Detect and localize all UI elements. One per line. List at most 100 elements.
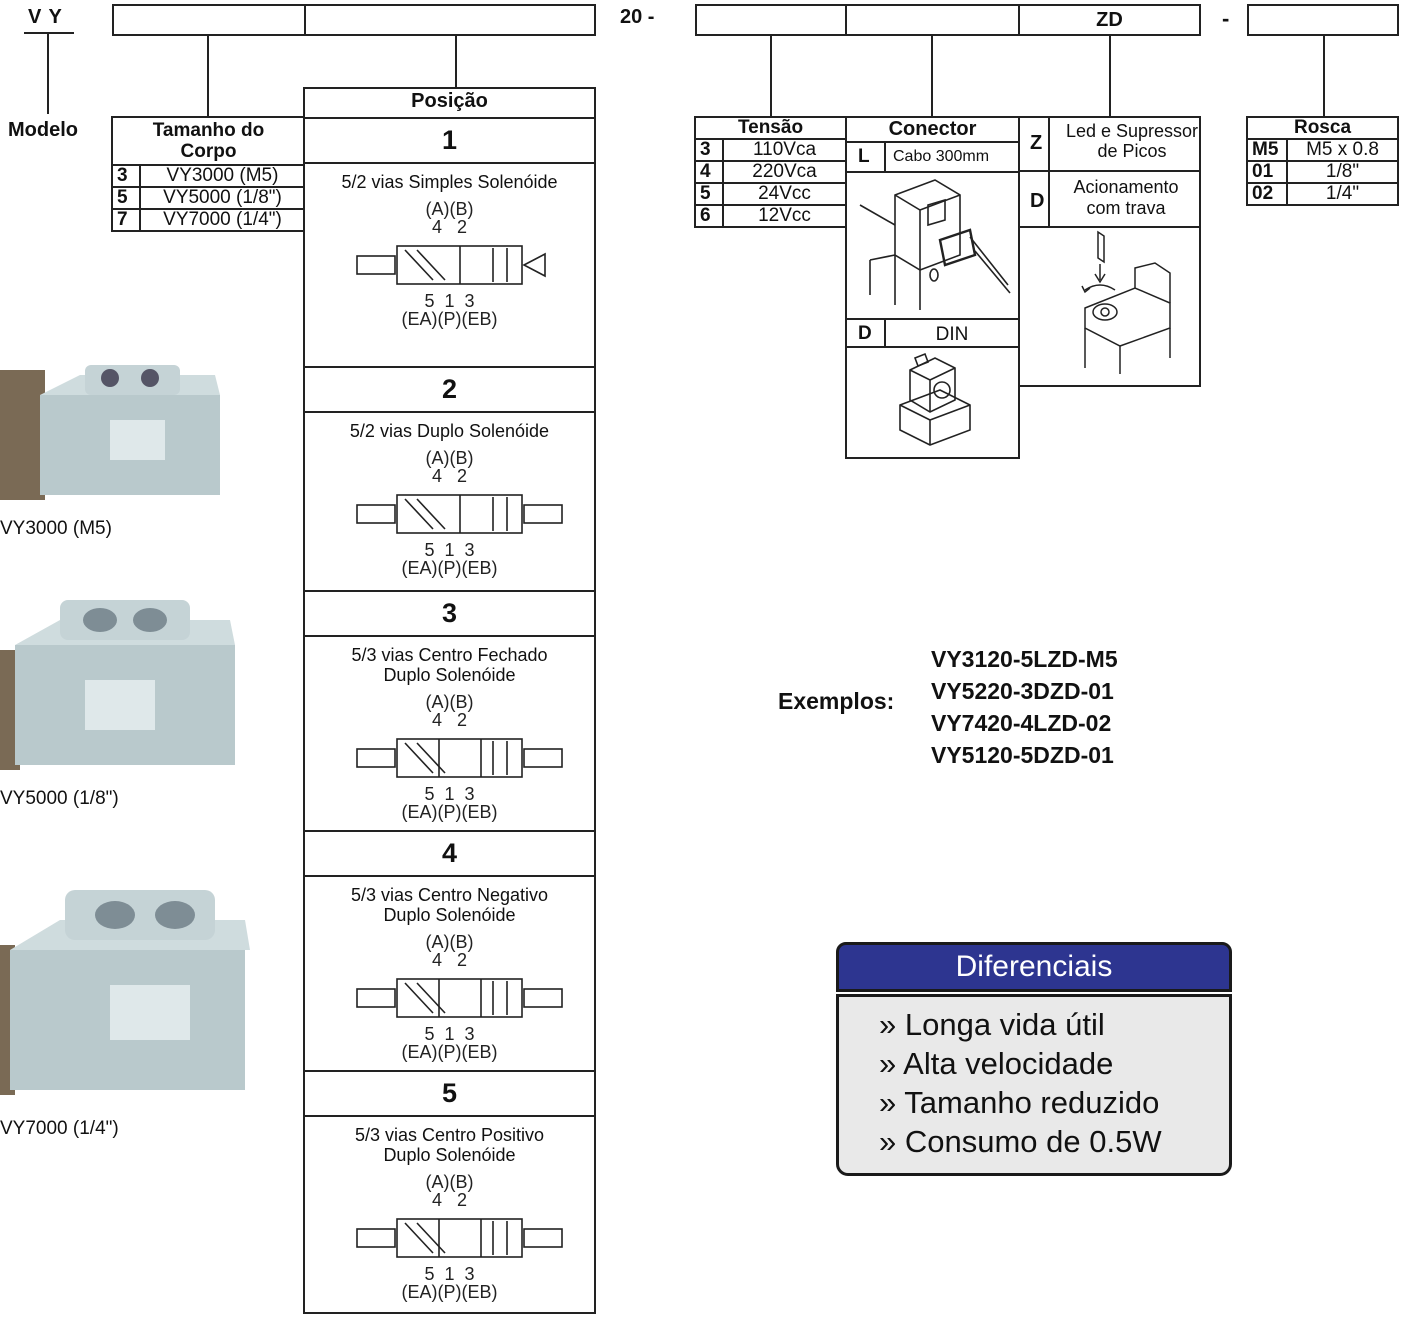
list-item: » Alta velocidade (879, 1046, 1114, 1081)
rosca-header: Rosca (1246, 116, 1399, 140)
exemplos-list: VY3120-5LZD-M5 VY5220-3DZD-01 VY7420-4LZ… (931, 643, 1118, 771)
caption-vy3000: VY3000 (M5) (0, 518, 112, 539)
list-item: » Tamanho reduzido (879, 1085, 1160, 1120)
code-box-voltage (695, 4, 847, 36)
diferenciais-title: Diferenciais (836, 942, 1232, 992)
code-box-position (304, 4, 596, 36)
conector-l-code: L (858, 146, 870, 167)
divider (1018, 226, 1201, 228)
divider (884, 318, 886, 348)
conector-header: Conector (888, 118, 977, 140)
posicao-number: 2 (441, 374, 458, 404)
zd-z-value: Led e Supressor de Picos (1065, 121, 1199, 161)
caption-vy7000: VY7000 (1/4") (0, 1118, 119, 1139)
divider (845, 171, 1020, 173)
divider (303, 117, 596, 119)
conector-l-value: Cabo 300mm (893, 148, 990, 165)
divider (1018, 170, 1201, 172)
divider (845, 318, 1020, 320)
divider (845, 346, 1020, 348)
list-item: VY7420-4LZD-02 (931, 710, 1112, 736)
divider (1048, 116, 1050, 228)
manual-override-illustration (1081, 230, 1171, 374)
zd-d-value: Acionamento com trava (1073, 177, 1179, 218)
divider (305, 162, 594, 164)
divider (305, 1115, 594, 1117)
code-box-thread (1247, 4, 1399, 36)
caption-vy5000: VY5000 (1/8") (0, 788, 119, 809)
valve-symbol-icon (356, 738, 563, 778)
divider (305, 875, 594, 877)
conector-d-code: D (858, 323, 872, 344)
prefix-connector (47, 34, 49, 114)
posicao-header: Posição (411, 90, 488, 112)
diferenciais-panel: » Longa vida útil » Alta velocidade » Ta… (836, 994, 1232, 1176)
divider (303, 830, 596, 832)
divider (303, 590, 596, 592)
valve-photo-vy3000 (0, 365, 220, 500)
size-connector (207, 36, 209, 116)
valve-symbol-icon (356, 1218, 563, 1258)
list-item: » Consumo de 0.5W (879, 1124, 1162, 1159)
tensao-header: Tensão (694, 116, 847, 140)
zd-z-code: Z (1030, 132, 1043, 154)
list-item: VY5120-5DZD-01 (931, 742, 1114, 768)
connector-connector (931, 36, 933, 116)
posicao-description: 5/2 vias Duplo Solenóide (349, 421, 550, 441)
valve-symbol-icon (356, 245, 546, 285)
modelo-label: Modelo (8, 119, 78, 141)
code-prefix: V Y (28, 6, 63, 28)
valve-photo-vy7000 (0, 890, 250, 1095)
code-box-connector (845, 4, 1020, 36)
code-dash: - (1222, 6, 1230, 31)
divider (303, 1070, 596, 1072)
posicao-description: 5/2 vias Simples Solenóide (341, 172, 558, 192)
cable-connector-illustration (859, 179, 1011, 310)
divider (305, 635, 594, 637)
list-item: VY3120-5LZD-M5 (931, 646, 1118, 672)
posicao-column (303, 87, 596, 1314)
posicao-number: 4 (441, 838, 458, 868)
zd-d-code: D (1030, 190, 1045, 212)
din-connector-illustration (899, 352, 971, 446)
divider (884, 141, 886, 173)
posicao-number: 5 (441, 1078, 458, 1108)
divider (305, 411, 594, 413)
conector-panel (845, 116, 1020, 459)
zd-connector (1109, 36, 1111, 116)
exemplos-label: Exemplos: (778, 688, 895, 714)
prefix-underline (24, 32, 74, 34)
posicao-number: 3 (441, 598, 458, 628)
position-connector (455, 36, 457, 88)
divider (845, 141, 1020, 143)
list-item: VY5220-3DZD-01 (931, 678, 1114, 704)
divider (303, 366, 596, 368)
valve-symbol-icon (356, 978, 563, 1018)
voltage-connector (770, 36, 772, 116)
code-zd: ZD (1096, 9, 1123, 31)
conector-d-value: DIN (935, 324, 969, 345)
code-box-size (112, 4, 306, 36)
valve-photo-vy5000 (0, 600, 235, 770)
tamanho-header: Tamanho do Corpo (111, 116, 306, 166)
code-mid: 20 - (620, 6, 655, 28)
code-box-zd: ZD (1018, 4, 1201, 36)
